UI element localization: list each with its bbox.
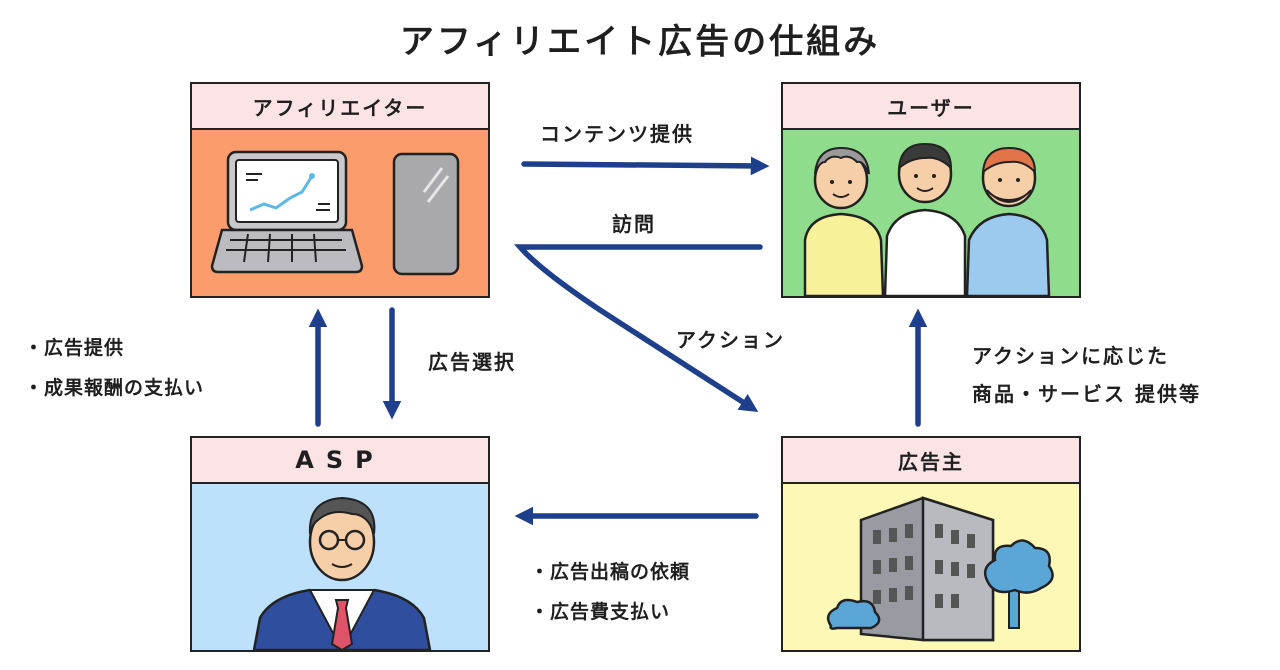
asp-illustration [192,484,488,650]
businessman-icon [252,496,432,650]
response-label-line1: アクションに応じた [972,344,1169,368]
advertiser-header: 広告主 [783,438,1079,484]
response-label-line2: 商品・サービス 提供等 [972,382,1201,406]
advertiser-illustration [783,484,1079,650]
list-item: 広告提供 [24,328,204,368]
advertiser-box: 広告主 [781,436,1081,652]
list-item: 広告出稿の依頼 [530,552,690,592]
asp-header: ASP [192,438,488,484]
affiliater-header: アフィリエイター [192,84,488,130]
user-header: ユーザー [783,84,1079,130]
visit-label: 訪問 [612,212,656,236]
user-box: ユーザー [781,82,1081,298]
diagram-title: アフィリエイト広告の仕組み [399,22,881,62]
list-item: 成果報酬の支払い [24,368,204,408]
advertiser-to-asp-list: 広告出稿の依頼 広告費支払い [530,552,690,632]
bush-icon [826,598,881,630]
office-building-icon [859,496,995,642]
list-item: 広告費支払い [530,592,690,632]
laptop-icon [210,150,364,274]
elderly-user-icon [803,146,885,296]
users-illustration [783,130,1079,296]
content-label: コンテンツ提供 [540,122,694,146]
smartphone-icon [392,152,460,276]
asp-box: ASP [190,436,490,652]
affiliater-box: アフィリエイター [190,82,490,298]
affiliater-illustration [192,130,488,296]
content-arrow [521,156,770,176]
tree-icon [983,539,1054,629]
ad-select-label: 広告選択 [428,350,516,374]
bearded-user-icon [965,146,1051,296]
action-label: アクション [676,328,785,352]
asp-to-affiliater-list: 広告提供 成果報酬の支払い [24,328,204,408]
young-user-icon [883,142,967,296]
